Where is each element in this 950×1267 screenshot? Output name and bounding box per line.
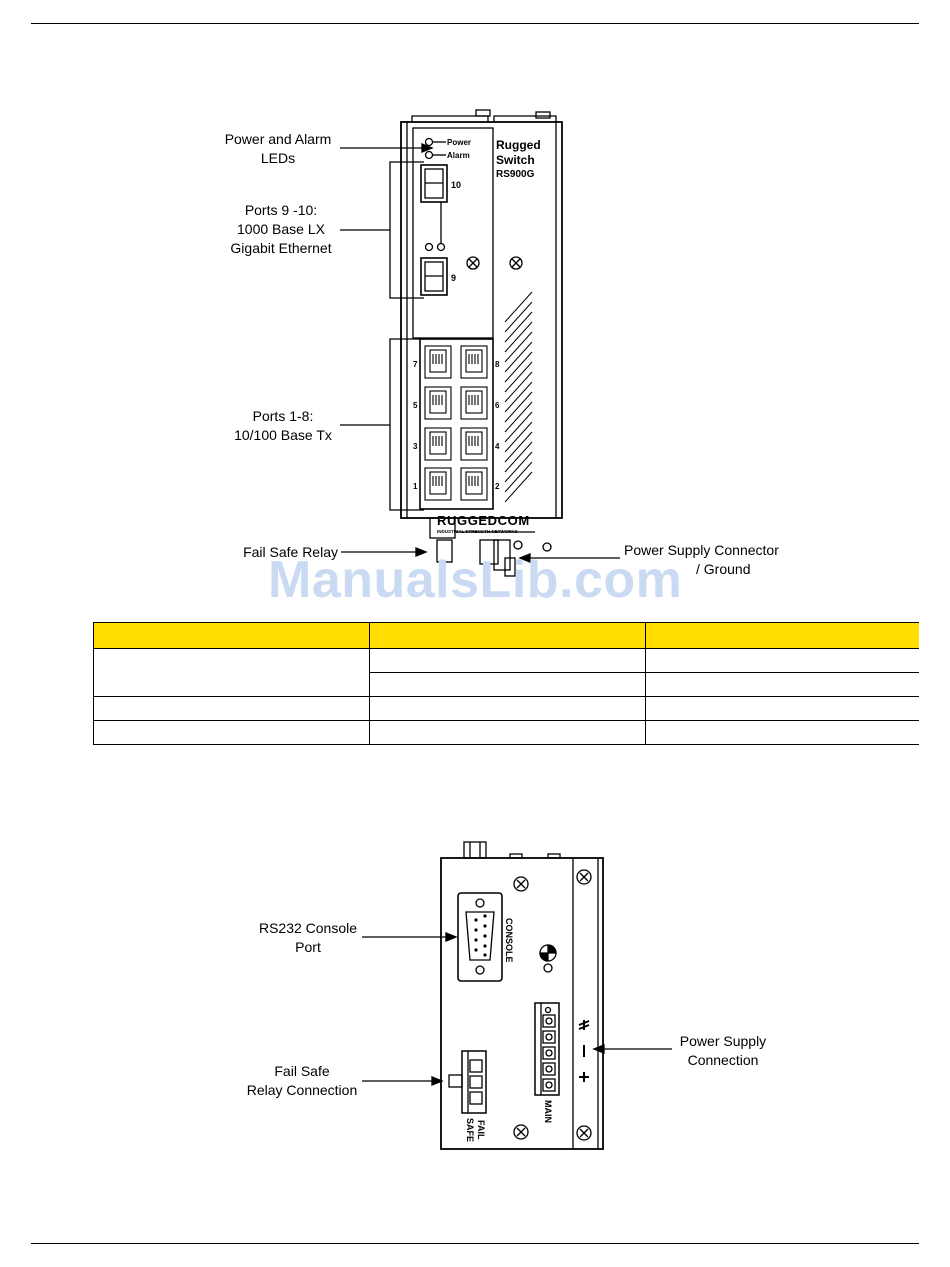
table-cell [93, 696, 370, 721]
spec-table [93, 622, 919, 745]
fail-label: FAIL [476, 1120, 486, 1140]
watermark: ManualsLib.com [268, 551, 683, 609]
callout-leds-line2: LEDs [260, 150, 296, 166]
rj45-label-8: 8 [495, 360, 500, 369]
rj45-label-4: 4 [495, 442, 500, 451]
device-brand-line1: Rugged [496, 138, 541, 152]
callout-psu2-line2: Connection [687, 1052, 759, 1068]
table-cell [368, 672, 646, 697]
maker-logo: RUGGEDCOM [437, 513, 530, 528]
table-cell [644, 672, 919, 697]
table-cell [644, 720, 919, 745]
console-port-label: CONSOLE [504, 918, 514, 963]
table-row [93, 720, 919, 745]
callout-gigabit-line1: Ports 9 -10: [244, 202, 318, 218]
callout-failsafe-line1: Fail Safe [274, 1063, 330, 1079]
top-rule [31, 23, 919, 24]
callout-console-line2: Port [295, 939, 321, 955]
rj45-label-6: 6 [495, 401, 500, 410]
callout-fail-safe-relay: Fail Safe Relay [243, 544, 338, 560]
front-view-diagram: Rugged Switch RS900G Power Alarm 10 9 7 … [340, 109, 620, 577]
callout-gigabit-ports: Ports 9 -10: 1000 Base LX Gigabit Ethern… [211, 201, 351, 258]
led-power-label: Power [447, 138, 471, 147]
safe-label: SAFE [465, 1118, 475, 1142]
table-header-cell [644, 622, 919, 649]
callout-ports18-line1: Ports 1-8: [252, 408, 314, 424]
device-model: RS900G [496, 169, 535, 180]
rj45-label-2: 2 [495, 482, 500, 491]
led-alarm-label: Alarm [447, 151, 470, 160]
callout-ports18-line2: 10/100 Base Tx [234, 427, 332, 443]
table-header-cell [93, 622, 370, 649]
table-cell [368, 648, 646, 673]
table-cell [93, 720, 370, 745]
callout-leds-line1: Power and Alarm [224, 131, 332, 147]
table-row [93, 696, 919, 721]
callout-ports-1-8: Ports 1-8: 10/100 Base Tx [216, 407, 350, 445]
callout-power-supply-connector: Power Supply Connector / Ground [624, 541, 824, 579]
table-cell [644, 648, 919, 673]
rj45-label-3: 3 [413, 442, 418, 451]
main-power-label: MAIN [543, 1100, 553, 1123]
callout-gigabit-line3: Gigabit Ethernet [230, 240, 332, 256]
port-9-label: 9 [451, 273, 456, 283]
callout-psu-line1: Power Supply Connector [624, 542, 779, 558]
callout-power-supply-connection: Power Supply Connection [663, 1032, 783, 1070]
table-cell [368, 696, 646, 721]
table-header-row [93, 622, 919, 649]
bottom-rule [31, 1243, 919, 1244]
callout-console-line1: RS232 Console [258, 920, 358, 936]
callout-psu-line2: / Ground [696, 561, 751, 577]
rj45-label-7: 7 [413, 360, 418, 369]
table-cell [644, 696, 919, 721]
callout-fail-safe-relay-connection: Fail Safe Relay Connection [237, 1062, 367, 1100]
maker-tagline: INDUSTRIAL STRENGTH NETWORKS [437, 529, 518, 534]
device-brand-line2: Switch [496, 153, 535, 167]
bottom-view-diagram: CONSOLE MAIN FAIL SAFE [362, 841, 672, 1150]
callout-psu2-line1: Power Supply [679, 1033, 767, 1049]
callout-gigabit-line2: 1000 Base LX [237, 221, 325, 237]
callout-rs232-console: RS232 Console Port [245, 919, 371, 957]
rj45-label-5: 5 [413, 401, 418, 410]
table-cell [368, 720, 646, 745]
table-cell [93, 648, 370, 697]
table-row [93, 648, 919, 697]
rj45-label-1: 1 [413, 482, 418, 491]
table-header-cell [368, 622, 646, 649]
callout-failsafe-line2: Relay Connection [246, 1082, 358, 1098]
port-10-label: 10 [451, 180, 461, 190]
callout-leds: Power and Alarm LEDs [206, 130, 350, 168]
